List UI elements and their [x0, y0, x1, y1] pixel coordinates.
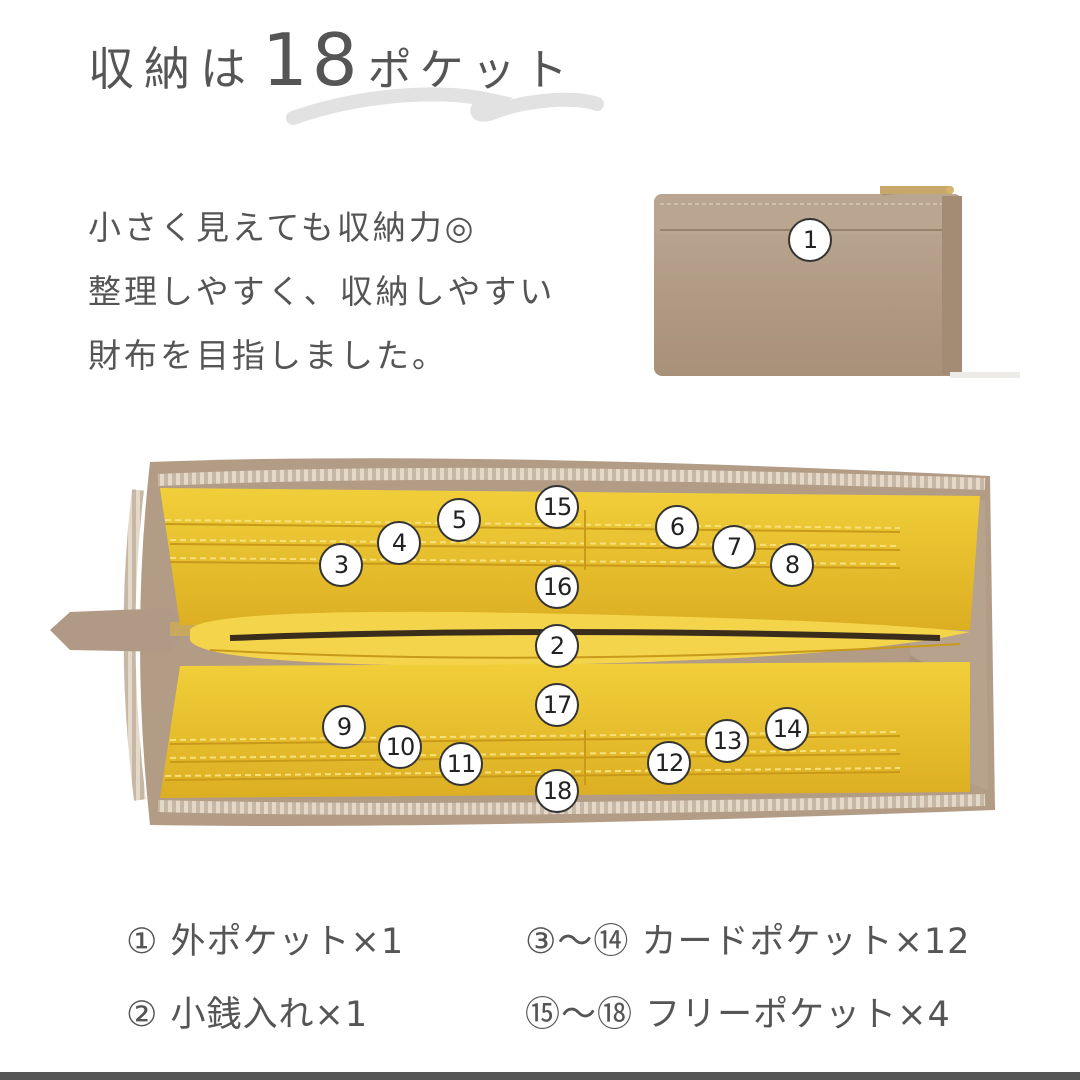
- legend-card-pockets: ③〜⑭ カードポケット×12: [525, 922, 971, 962]
- pocket-badge-13: 13: [705, 719, 749, 763]
- pocket-badge-10: 10: [378, 725, 422, 769]
- description: 小さく見えても収納力◎ 整理しやすく、収納しやすい 財布を目指しました。: [88, 196, 628, 388]
- title-number: 18: [262, 18, 362, 102]
- description-line: 小さく見えても収納力◎: [88, 208, 477, 247]
- pocket-badge-8: 8: [770, 543, 814, 587]
- pocket-badge-9: 9: [322, 705, 366, 749]
- legend-free-pockets: ⑮〜⑱ フリーポケット×4: [525, 995, 951, 1035]
- pocket-badge-14: 14: [765, 707, 809, 751]
- pocket-badge-17: 17: [535, 683, 579, 727]
- title-underline-swoosh: [286, 87, 604, 125]
- pocket-badge-4: 4: [377, 521, 421, 565]
- bottom-divider: [0, 1072, 1080, 1080]
- pocket-badge-16: 16: [535, 565, 579, 609]
- legend-coin-purse: ② 小銭入れ×1: [126, 995, 369, 1035]
- pocket-badge-5: 5: [437, 498, 481, 542]
- pocket-badge-7: 7: [712, 525, 756, 569]
- pocket-badge-3: 3: [319, 543, 363, 587]
- pocket-badge-2: 2: [535, 624, 579, 668]
- description-line: 財布を目指しました。: [88, 336, 448, 375]
- pocket-badge-15: 15: [535, 485, 579, 529]
- legend-outer-pocket: ① 外ポケット×1: [126, 922, 405, 962]
- pocket-badge-6: 6: [655, 505, 699, 549]
- title-text-2: ポケット: [367, 45, 576, 96]
- pocket-badge-11: 11: [439, 742, 483, 786]
- page-title: 収納は 18 ポケット: [88, 18, 576, 108]
- closed-wallet-image: [654, 186, 1020, 378]
- pocket-badge-12: 12: [647, 741, 691, 785]
- pocket-badge-18: 18: [535, 769, 579, 813]
- pocket-badge-1: 1: [788, 218, 832, 262]
- description-line: 整理しやすく、収納しやすい: [88, 272, 556, 311]
- title-text-1: 収納は: [88, 42, 256, 96]
